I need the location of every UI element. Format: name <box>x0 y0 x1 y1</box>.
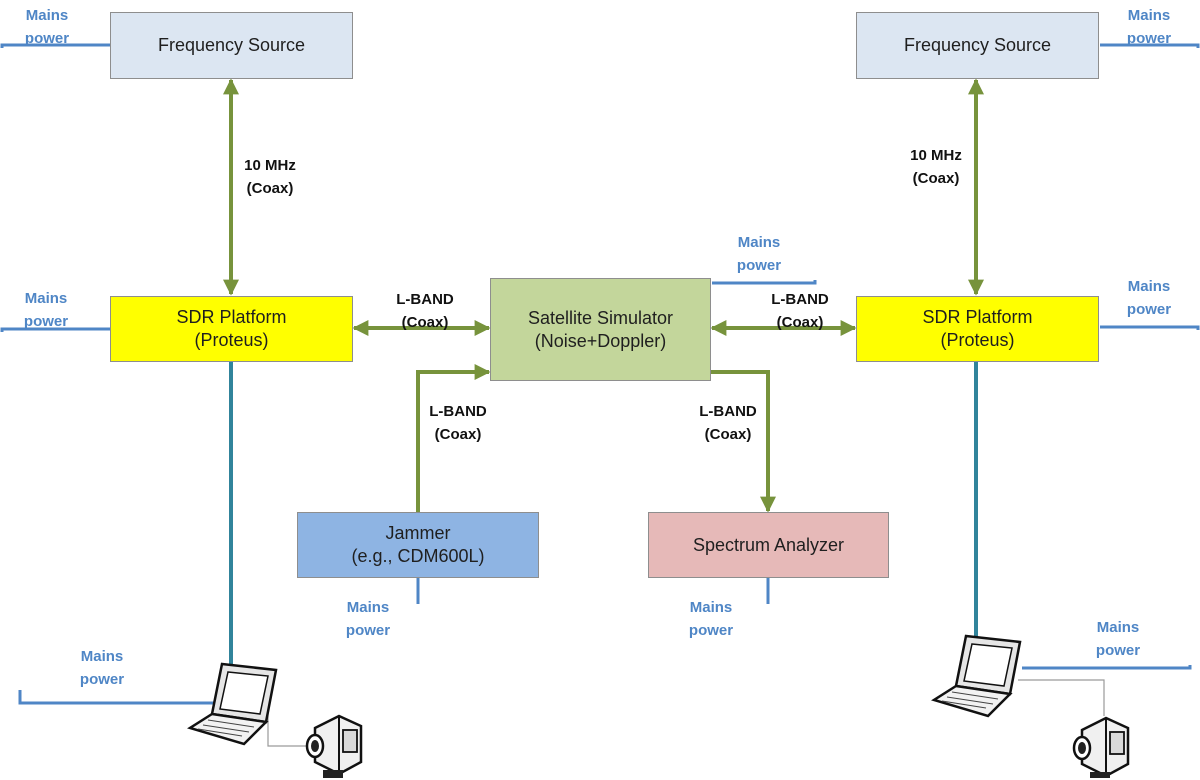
block-sublabel: (Proteus) <box>194 330 269 350</box>
label-line: 10 MHz <box>910 147 962 164</box>
label-line: power <box>24 30 70 47</box>
label-line: power <box>1126 30 1172 47</box>
label-line: (Coax) <box>704 426 752 443</box>
mains-power-laptop-left-label: Mains power <box>67 645 137 691</box>
lband-right-label: L-BAND (Coax) <box>755 288 845 334</box>
laptop-icon <box>186 662 278 748</box>
block-label: Frequency Source <box>903 35 1052 55</box>
power-wire-laptop-left <box>18 690 222 705</box>
mains-power-sdr-left-label: Mains power <box>11 287 81 333</box>
block-sublabel: (Noise+Doppler) <box>534 330 667 351</box>
mains-power-jammer-label: Mains power <box>333 596 403 642</box>
label-line: Mains <box>1096 619 1140 636</box>
label-line: (Coax) <box>912 170 960 187</box>
mains-power-analyzer-label: Mains power <box>676 596 746 642</box>
block-label: Satellite Simulator <box>527 307 674 328</box>
label-line: power <box>688 622 734 639</box>
ref-coax-right-label: 10 MHz (Coax) <box>891 144 981 190</box>
power-wire-freq-left <box>0 43 110 48</box>
block-label: SDR Platform <box>922 307 1033 327</box>
label-line: Mains <box>25 7 69 24</box>
spectrum-analyzer-block: Spectrum Analyzer <box>648 512 889 578</box>
block-label: Jammer <box>385 523 451 543</box>
lband-left-label: L-BAND (Coax) <box>380 288 470 334</box>
mains-power-laptop-right-label: Mains power <box>1083 616 1153 662</box>
label-line: (Coax) <box>434 426 482 443</box>
video-camera-icon <box>305 710 367 780</box>
label-line: power <box>736 257 782 274</box>
block-label: SDR Platform <box>176 307 287 327</box>
label-line: Mains <box>1127 7 1171 24</box>
lband-jammer-label: L-BAND (Coax) <box>413 400 503 446</box>
label-line: L-BAND <box>771 291 829 308</box>
video-camera-icon <box>1072 712 1134 780</box>
lband-jammer-line <box>416 364 491 513</box>
label-line: (Coax) <box>246 180 294 197</box>
block-label: Spectrum Analyzer <box>692 534 845 555</box>
lband-analyzer-line <box>711 370 776 513</box>
camera-cable-right <box>1018 679 1105 716</box>
label-line: Mains <box>689 599 733 616</box>
label-line: Mains <box>346 599 390 616</box>
power-wire-sdr-left <box>0 327 110 332</box>
jammer-block: Jammer (e.g., CDM600L) <box>297 512 539 578</box>
block-sublabel: (Proteus) <box>940 330 1015 350</box>
mains-power-simulator-label: Mains power <box>724 231 794 277</box>
power-wire-sdr-right <box>1100 325 1200 330</box>
satellite-simulator-block: Satellite Simulator (Noise+Doppler) <box>490 278 711 381</box>
camera-cable-left <box>267 712 318 747</box>
lband-analyzer-label: L-BAND (Coax) <box>683 400 773 446</box>
label-line: (Coax) <box>401 314 449 331</box>
label-line: power <box>345 622 391 639</box>
sdr-platform-right-block: SDR Platform (Proteus) <box>856 296 1099 362</box>
label-line: Mains <box>24 290 68 307</box>
label-line: Mains <box>737 234 781 251</box>
power-wire-laptop-right <box>1022 665 1192 670</box>
label-line: power <box>1095 642 1141 659</box>
mains-power-freq-left-label: Mains power <box>12 4 82 50</box>
label-line: (Coax) <box>776 314 824 331</box>
sdr-platform-left-block: SDR Platform (Proteus) <box>110 296 353 362</box>
label-line: L-BAND <box>699 403 757 420</box>
mains-power-freq-right-label: Mains power <box>1114 4 1184 50</box>
frequency-source-left-block: Frequency Source <box>110 12 353 79</box>
label-line: power <box>1126 301 1172 318</box>
label-line: Mains <box>1127 278 1171 295</box>
mains-power-sdr-right-label: Mains power <box>1114 275 1184 321</box>
block-label: Frequency Source <box>157 35 306 55</box>
block-sublabel: (e.g., CDM600L) <box>351 546 485 566</box>
ref-coax-left-label: 10 MHz (Coax) <box>225 154 315 200</box>
label-line: power <box>23 313 69 330</box>
power-wire-simulator <box>712 280 817 285</box>
label-line: L-BAND <box>396 291 454 308</box>
label-line: 10 MHz <box>244 157 296 174</box>
label-line: power <box>79 671 125 688</box>
frequency-source-right-block: Frequency Source <box>856 12 1099 79</box>
label-line: L-BAND <box>429 403 487 420</box>
laptop-icon <box>930 634 1022 720</box>
power-wire-freq-right <box>1100 43 1200 48</box>
label-line: Mains <box>80 648 124 665</box>
